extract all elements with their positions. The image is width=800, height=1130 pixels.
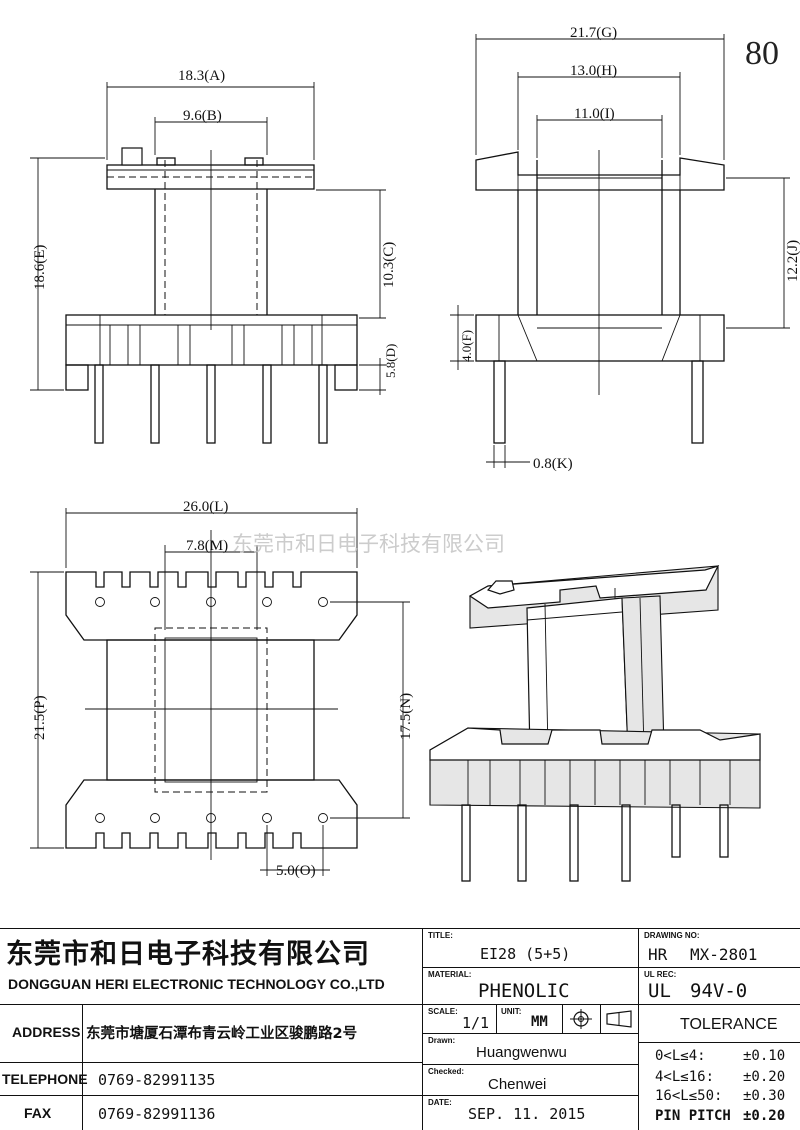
tolerance-row: 16<L≤50: ±0.30 [655,1088,795,1104]
tolerance-row: PIN PITCH ±0.20 [655,1108,795,1124]
top-holes-upper [95,597,328,607]
scale-label: SCALE: [428,1007,458,1016]
date-label: DATE: [428,1098,452,1107]
title-label: TITLE: [428,931,453,940]
tolerance-range: 16<L≤50: [655,1088,723,1104]
unit-label: UNIT: [501,1007,522,1016]
scale-value: 1/1 [462,1014,490,1032]
tolerance-range: 4<L≤16: [655,1069,715,1085]
address-label: ADDRESS [12,1024,81,1040]
unit-value: MM [531,1014,548,1030]
dim-n-label: 17.5(N) [398,693,414,740]
dim-b-label: 9.6(B) [183,108,222,124]
projection-symbol-icon [570,1009,632,1029]
material-label: MATERIAL: [428,970,472,979]
drawn-label: Drawn: [428,1036,456,1045]
ul-value: 94V-0 [690,980,748,1002]
dim-e-label: 18.6(E) [32,245,48,290]
drawn-value: Huangwenwu [476,1044,567,1061]
checked-label: Checked: [428,1067,465,1076]
dim-o-label: 5.0(O) [276,863,316,879]
dim-c-label: 10.3(C) [381,242,397,288]
dim-i-label: 11.0(I) [574,106,615,122]
dim-j-label: 12.2(J) [785,240,800,282]
dim-h-label: 13.0(H) [570,63,617,79]
title-value: EI28 (5+5) [480,945,571,963]
telephone-value: 0769-82991135 [98,1071,216,1089]
tolerance-range: 0<L≤4: [655,1048,706,1064]
dim-k-label: 0.8(K) [533,456,573,472]
technical-drawing: 80 [30,25,800,882]
ul-prefix: UL [648,980,671,1002]
watermark-text: 东莞市和日电子科技有限公司 [232,532,505,556]
dim-p-label: 21.5(P) [32,695,48,740]
telephone-label: TELEPHONE [2,1071,88,1087]
dim-m-label: 7.8(M) [186,538,228,554]
material-value: PHENOLIC [478,980,570,1002]
tolerance-value: ±0.20 [743,1108,786,1124]
drawing-no-prefix: HR [648,945,668,964]
sheet-number: 80 [745,35,779,72]
tolerance-title: TOLERANCE [680,1016,778,1033]
company-name-en: DONGGUAN HERI ELECTRONIC TECHNOLOGY CO.,… [8,976,385,992]
front-pins [94,364,328,444]
dim-d-label: 5.8(D) [383,344,398,378]
front-slots [99,315,323,365]
isometric-view [429,565,761,882]
tolerance-row: 0<L≤4: ±0.10 [655,1048,795,1064]
ul-rec-label: UL REC: [644,970,677,979]
dim-l-label: 26.0(L) [183,499,228,515]
fax-label: FAX [24,1105,52,1121]
iso-pins [461,804,729,882]
front-view: 18.3(A) 9.6(B) 18.6(E) 10.3(C) 5.8(D) [30,68,398,444]
tolerance-value: ±0.30 [743,1088,786,1104]
title-block: 东莞市和日电子科技有限公司 DONGGUAN HERI ELECTRONIC T… [0,928,800,1130]
drawing-no-value: MX-2801 [690,945,758,964]
iso-slots [467,760,731,805]
drawing-no-label: DRAWING NO: [644,931,700,940]
tolerance-range: PIN PITCH [655,1108,731,1124]
tolerance-value: ±0.10 [743,1048,786,1064]
side-view: 21.7(G) 13.0(H) 11.0(I) 12.2(J) 4.0(F) 0… [450,25,800,472]
company-name-cn: 东莞市和日电子科技有限公司 [6,939,370,970]
top-view: 26.0(L) 7.8(M) 21.5(P) 17.5(N) 5.0(O) [30,499,414,879]
tolerance-row: 4<L≤16: ±0.20 [655,1069,795,1085]
date-value: SEP. 11. 2015 [468,1105,586,1123]
dim-g-label: 21.7(G) [570,25,617,41]
dim-f-label: 4.0(F) [459,330,474,362]
tolerance-value: ±0.20 [743,1069,786,1085]
fax-value: 0769-82991136 [98,1105,216,1123]
address-value: 东莞市塘厦石潭布青云岭工业区骏鹏路2号 [86,1026,358,1042]
checked-value: Chenwei [488,1076,547,1093]
top-holes-lower [95,813,328,823]
dim-a-label: 18.3(A) [178,68,225,84]
